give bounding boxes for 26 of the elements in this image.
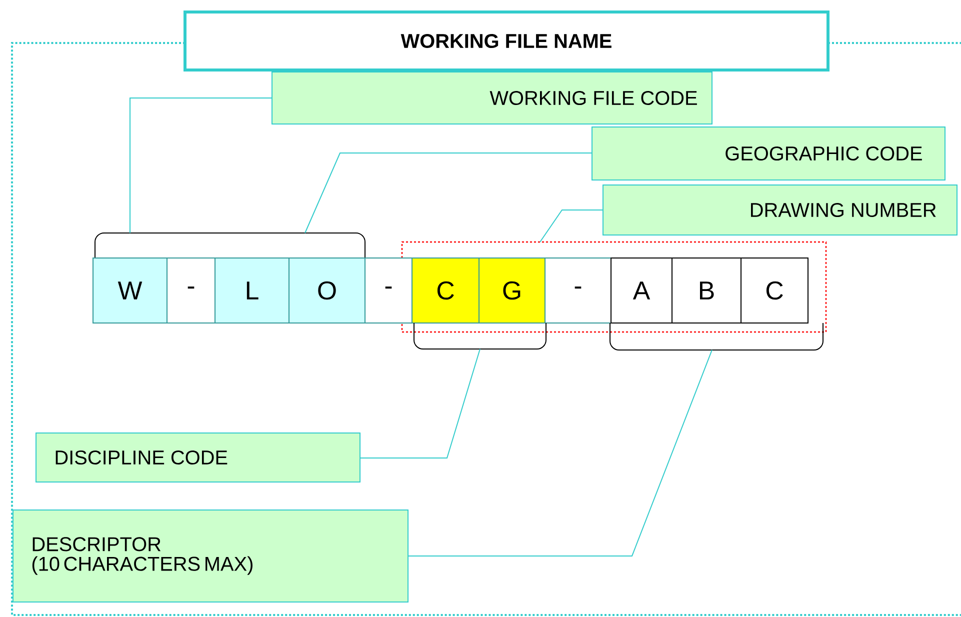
cell: G	[478, 258, 546, 324]
label-box: DRAWING NUMBER	[602, 184, 958, 236]
cell: -	[166, 258, 216, 324]
leader-line	[304, 152, 592, 234]
title-box: WORKING FILE NAME	[184, 10, 830, 72]
cell: A	[610, 258, 672, 324]
cell: C	[412, 258, 480, 324]
bracket	[610, 322, 824, 350]
label-box: GEOGRAPHIC CODE	[592, 126, 946, 180]
leader-line	[130, 98, 272, 234]
cell: C	[740, 258, 808, 324]
cell: W	[92, 258, 168, 324]
dashed-outline	[401, 241, 827, 333]
bracket	[94, 232, 366, 258]
label-box: DISCIPLINE CODE	[36, 432, 360, 482]
cell: -	[544, 258, 612, 324]
cell: L	[214, 258, 290, 324]
leader-line	[360, 348, 480, 458]
cell: B	[672, 258, 742, 324]
cell: O	[288, 258, 366, 324]
leader-line	[540, 210, 604, 242]
label-box: DESCRIPTOR (10 CHARACTERS MAX)	[12, 510, 408, 602]
cell: -	[364, 258, 412, 324]
label-box: WORKING FILE CODE	[272, 72, 712, 124]
bracket	[414, 322, 546, 350]
leader-line	[408, 350, 712, 556]
